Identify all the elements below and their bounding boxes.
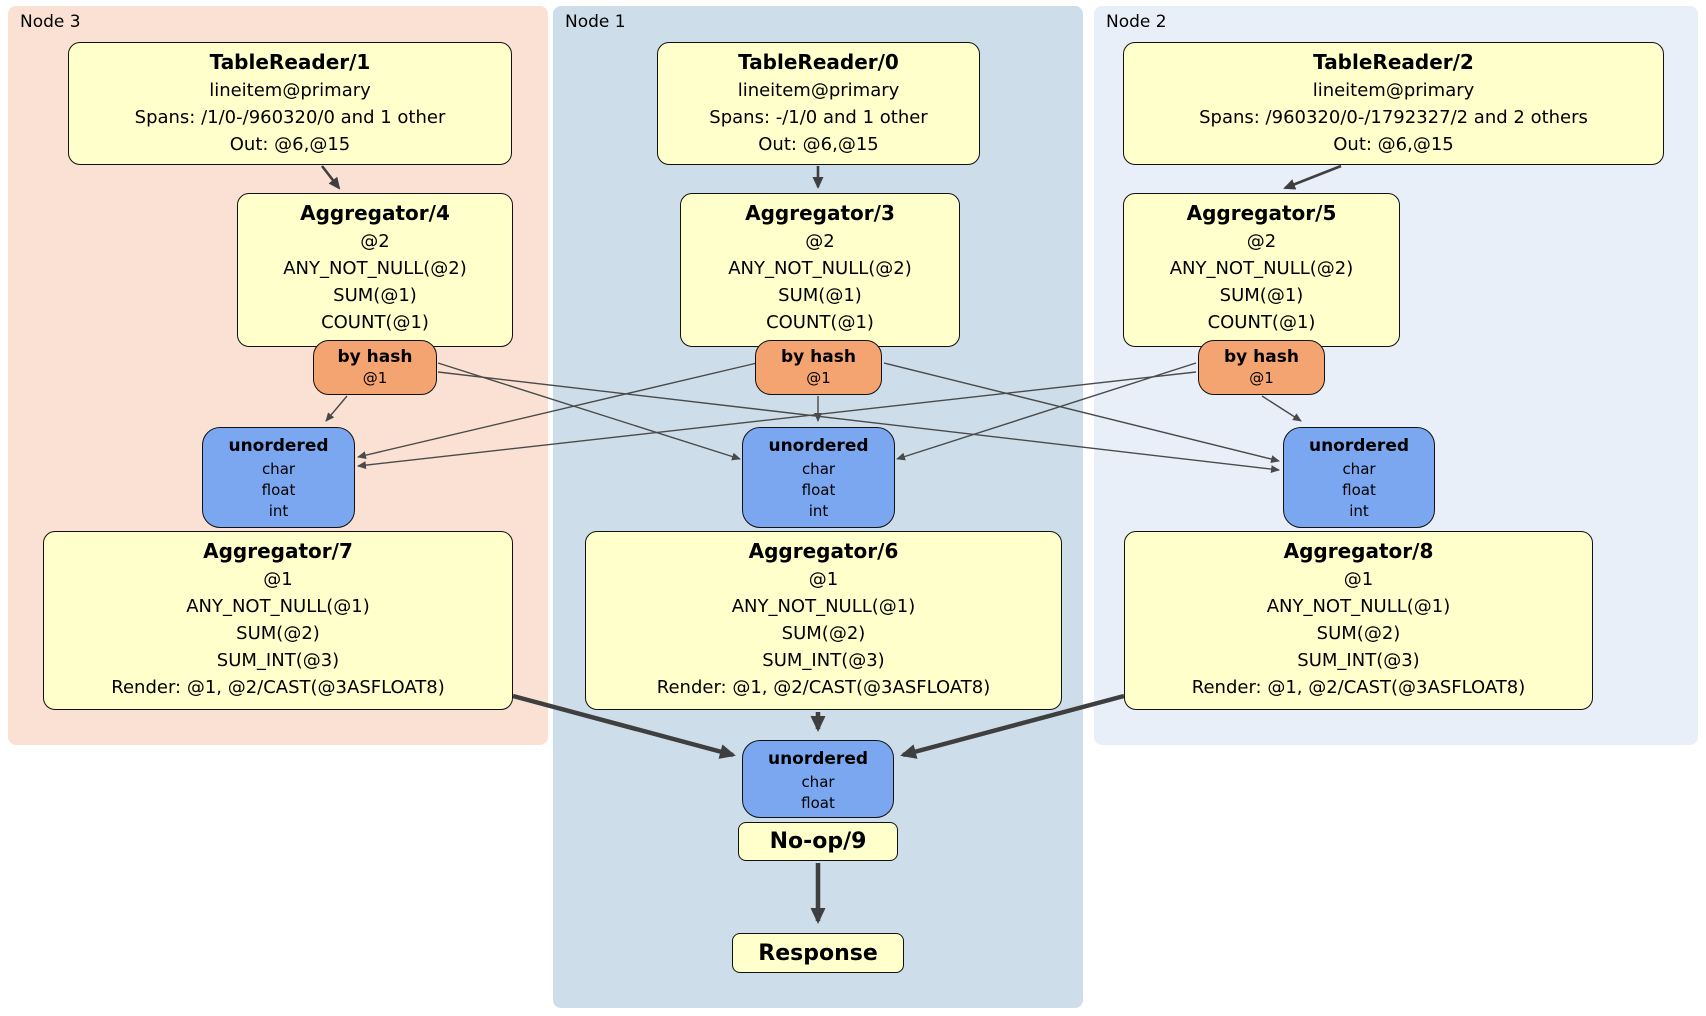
- aggregator-5-fn3: COUNT(@1): [1207, 312, 1316, 333]
- unordered-sync-node3-col3: int: [268, 502, 289, 520]
- aggregator-4-fn2: SUM(@1): [333, 285, 417, 306]
- response-title: Response: [758, 940, 878, 966]
- tablereader-0-index: lineitem@primary: [737, 80, 900, 101]
- aggregator-4-title: Aggregator/4: [300, 201, 450, 225]
- tablereader-2-spans: Spans: /960320/0-/1792327/2 and 2 others: [1199, 107, 1588, 128]
- aggregator-3-box: Aggregator/3 @2 ANY_NOT_NULL(@2) SUM(@1)…: [680, 193, 960, 347]
- aggregator-7-render: Render: @1, @2/CAST(@3ASFLOAT8): [111, 677, 445, 698]
- response-box: Response: [732, 933, 904, 973]
- aggregator-5-group: @2: [1246, 231, 1277, 252]
- aggregator-3-fn3: COUNT(@1): [766, 312, 874, 333]
- tablereader-1-index: lineitem@primary: [209, 80, 371, 101]
- aggregator-8-box: Aggregator/8 @1 ANY_NOT_NULL(@1) SUM(@2)…: [1124, 531, 1593, 710]
- unordered-sync-node1-title: unordered: [768, 436, 869, 456]
- tablereader-0-box: TableReader/0 lineitem@primary Spans: -/…: [657, 42, 980, 165]
- unordered-sync-node1-col1: char: [801, 460, 836, 478]
- aggregator-3-title: Aggregator/3: [745, 201, 895, 225]
- unordered-sync-node3-col1: char: [261, 460, 296, 478]
- tablereader-0-spans: Spans: -/1/0 and 1 other: [709, 107, 928, 128]
- aggregator-8-group: @1: [1343, 569, 1374, 590]
- hash-router-node3-key: @1: [362, 369, 388, 387]
- hash-router-node3: by hash @1: [313, 340, 437, 395]
- tablereader-1-spans: Spans: /1/0-/960320/0 and 1 other: [134, 107, 446, 128]
- tablereader-0-out: Out: @6,@15: [758, 134, 879, 155]
- tablereader-1-title: TableReader/1: [209, 50, 371, 74]
- unordered-sync-node2: unordered char float int: [1283, 427, 1435, 528]
- aggregator-5-box: Aggregator/5 @2 ANY_NOT_NULL(@2) SUM(@1)…: [1123, 193, 1400, 347]
- unordered-sync-final-title: unordered: [767, 749, 869, 769]
- aggregator-3-fn1: ANY_NOT_NULL(@2): [728, 258, 912, 279]
- hash-router-node3-title: by hash: [337, 347, 413, 367]
- unordered-sync-final-col2: float: [801, 794, 835, 812]
- aggregator-7-fn3: SUM_INT(@3): [216, 650, 340, 671]
- tablereader-2-title: TableReader/2: [1313, 50, 1474, 74]
- tablereader-2-out: Out: @6,@15: [1333, 134, 1454, 155]
- aggregator-7-group: @1: [263, 569, 293, 590]
- aggregator-6-box: Aggregator/6 @1 ANY_NOT_NULL(@1) SUM(@2)…: [585, 531, 1062, 710]
- tablereader-2-box: TableReader/2 lineitem@primary Spans: /9…: [1123, 42, 1664, 165]
- aggregator-4-box: Aggregator/4 @2 ANY_NOT_NULL(@2) SUM(@1)…: [237, 193, 513, 347]
- unordered-sync-node2-col1: char: [1342, 460, 1376, 478]
- node3-label: Node 3: [20, 12, 81, 32]
- hash-router-node2-title: by hash: [1224, 347, 1299, 367]
- node1-label: Node 1: [565, 12, 626, 32]
- unordered-sync-node1: unordered char float int: [742, 427, 895, 528]
- hash-router-node1-key: @1: [806, 369, 831, 387]
- aggregator-6-fn2: SUM(@2): [781, 623, 866, 644]
- aggregator-7-box: Aggregator/7 @1 ANY_NOT_NULL(@1) SUM(@2)…: [43, 531, 513, 710]
- hash-router-node2: by hash @1: [1198, 340, 1325, 395]
- unordered-sync-final: unordered char float: [742, 740, 894, 818]
- unordered-sync-node3: unordered char float int: [202, 427, 355, 528]
- aggregator-5-title: Aggregator/5: [1186, 201, 1337, 225]
- tablereader-2-index: lineitem@primary: [1312, 80, 1475, 101]
- unordered-sync-node2-title: unordered: [1308, 436, 1410, 456]
- aggregator-7-fn1: ANY_NOT_NULL(@1): [186, 596, 370, 617]
- aggregator-8-fn2: SUM(@2): [1316, 623, 1401, 644]
- noop-9-box: No-op/9: [738, 822, 898, 861]
- tablereader-0-title: TableReader/0: [738, 50, 899, 74]
- unordered-sync-node1-col3: int: [808, 502, 829, 520]
- aggregator-6-render: Render: @1, @2/CAST(@3ASFLOAT8): [656, 677, 991, 698]
- aggregator-6-group: @1: [808, 569, 839, 590]
- unordered-sync-node2-col3: int: [1349, 502, 1369, 520]
- aggregator-5-fn1: ANY_NOT_NULL(@2): [1169, 258, 1354, 279]
- tablereader-1-box: TableReader/1 lineitem@primary Spans: /1…: [68, 42, 512, 165]
- aggregator-3-group: @2: [805, 231, 835, 252]
- tablereader-1-out: Out: @6,@15: [229, 134, 351, 155]
- aggregator-7-title: Aggregator/7: [203, 539, 353, 563]
- unordered-sync-node3-title: unordered: [228, 436, 329, 456]
- aggregator-3-fn2: SUM(@1): [778, 285, 862, 306]
- aggregator-8-fn3: SUM_INT(@3): [1297, 650, 1420, 671]
- unordered-sync-node1-col2: float: [801, 481, 836, 499]
- aggregator-5-fn2: SUM(@1): [1219, 285, 1304, 306]
- aggregator-4-fn1: ANY_NOT_NULL(@2): [283, 258, 467, 279]
- aggregator-6-fn3: SUM_INT(@3): [762, 650, 885, 671]
- aggregator-8-title: Aggregator/8: [1283, 539, 1434, 563]
- hash-router-node1-title: by hash: [781, 347, 856, 367]
- noop-9-title: No-op/9: [769, 829, 867, 854]
- node2-label: Node 2: [1106, 12, 1167, 32]
- aggregator-8-render: Render: @1, @2/CAST(@3ASFLOAT8): [1191, 677, 1526, 698]
- unordered-sync-node2-col2: float: [1342, 481, 1376, 499]
- unordered-sync-final-col1: char: [801, 773, 835, 791]
- aggregator-6-title: Aggregator/6: [748, 539, 899, 563]
- aggregator-6-fn1: ANY_NOT_NULL(@1): [731, 596, 916, 617]
- aggregator-8-fn1: ANY_NOT_NULL(@1): [1266, 596, 1451, 617]
- hash-router-node1: by hash @1: [755, 340, 882, 395]
- aggregator-4-group: @2: [360, 231, 390, 252]
- hash-router-node2-key: @1: [1249, 369, 1274, 387]
- unordered-sync-node3-col2: float: [261, 481, 296, 499]
- aggregator-4-fn3: COUNT(@1): [321, 312, 429, 333]
- aggregator-7-fn2: SUM(@2): [236, 623, 320, 644]
